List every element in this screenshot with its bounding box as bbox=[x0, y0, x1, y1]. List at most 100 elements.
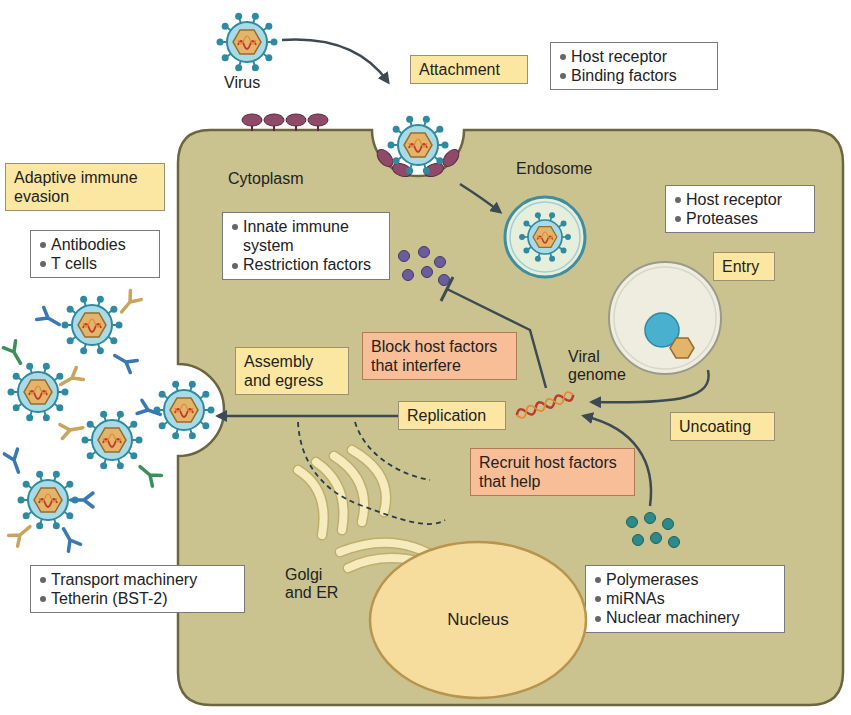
viruses bbox=[8, 13, 449, 529]
receptors bbox=[242, 114, 462, 179]
bullet-text: Host receptor bbox=[686, 191, 782, 208]
viral-genome bbox=[515, 391, 574, 420]
factor-box: Host receptorBinding factors bbox=[550, 42, 718, 90]
stage-box: Replication bbox=[398, 401, 506, 430]
box-text: Block host factors that interfere bbox=[371, 337, 508, 375]
factor-box: Innate immune systemRestriction factors bbox=[222, 212, 390, 280]
bullet-dot bbox=[232, 224, 238, 230]
bullet-item: Antibodies bbox=[39, 235, 151, 254]
illustration-part bbox=[614, 267, 716, 369]
illustration-part bbox=[57, 367, 83, 390]
illustration-part bbox=[670, 338, 694, 358]
endosome bbox=[505, 197, 585, 277]
bullet-item: Binding factors bbox=[559, 66, 709, 85]
illustration-part bbox=[308, 114, 328, 126]
illustration-part bbox=[286, 114, 306, 126]
factor-box: Transport machineryTetherin (BST-2) bbox=[30, 565, 245, 613]
stage-box: Attachment bbox=[410, 55, 528, 84]
process-arrows bbox=[218, 40, 709, 506]
bullet-text: Antibodies bbox=[51, 236, 126, 253]
bullet-text: Proteases bbox=[686, 210, 758, 227]
box-text: Uncoating bbox=[679, 417, 766, 436]
bullet-item: Transport machinery bbox=[39, 570, 236, 589]
illustration-part bbox=[403, 270, 414, 281]
cell-body bbox=[178, 130, 843, 705]
bullet-text: Restriction factors bbox=[243, 256, 371, 273]
box-text: Entry bbox=[722, 257, 766, 276]
bullet-dot bbox=[675, 197, 681, 203]
illustration-part bbox=[8, 363, 69, 421]
stage-box: Adaptive immune evasion bbox=[5, 163, 165, 211]
illustration-part bbox=[82, 411, 143, 469]
antibodies bbox=[3, 291, 162, 552]
illustration-part bbox=[519, 212, 571, 262]
bullet-text: Innate immune system bbox=[243, 218, 349, 254]
illustration-part bbox=[460, 184, 500, 212]
illustration-part bbox=[9, 521, 35, 546]
bullet-item: Host receptor bbox=[674, 190, 806, 209]
illustration-part bbox=[4, 449, 25, 474]
illustration-part bbox=[334, 456, 364, 522]
nucleus-shape: Nucleus bbox=[368, 540, 588, 700]
bullet-dot bbox=[40, 596, 46, 602]
bullet-text: Binding factors bbox=[571, 67, 677, 84]
stage-box: Assembly and egress bbox=[235, 347, 349, 395]
bullet-text: Polymerases bbox=[606, 571, 698, 588]
organelle-label: Golgi and ER bbox=[285, 566, 343, 603]
bullet-item: Host receptor bbox=[559, 47, 709, 66]
illustration-part bbox=[316, 462, 344, 530]
bullet-item: Polymerases bbox=[594, 570, 776, 589]
bullet-item: Nuclear machinery bbox=[594, 608, 776, 627]
illustration-part bbox=[515, 391, 574, 420]
bullet-dot bbox=[560, 73, 566, 79]
factor-box: AntibodiesT cells bbox=[30, 230, 160, 278]
illustration-part bbox=[399, 251, 410, 262]
illustration-part bbox=[60, 421, 84, 439]
box-text: Adaptive immune evasion bbox=[14, 168, 156, 206]
illustration-part bbox=[419, 247, 430, 258]
illustration-part bbox=[295, 126, 297, 131]
bullet-item: Tetherin (BST-2) bbox=[39, 589, 236, 608]
bullet-item: Innate immune system bbox=[231, 217, 381, 255]
bullet-dot bbox=[595, 616, 601, 622]
illustration-part bbox=[264, 114, 284, 126]
bullet-item: miRNAs bbox=[594, 589, 776, 608]
illustration-part bbox=[505, 197, 585, 277]
illustration-part bbox=[317, 126, 319, 131]
stage-box: Entry bbox=[713, 252, 775, 281]
illustration-part bbox=[3, 341, 26, 367]
factor-box: Host receptorProteases bbox=[665, 185, 815, 233]
illustration-part bbox=[251, 126, 253, 131]
illustration-part bbox=[298, 470, 324, 535]
illustration-part bbox=[217, 13, 278, 71]
illustration-part bbox=[510, 202, 580, 272]
bullet-dot bbox=[675, 216, 681, 222]
transport-path bbox=[298, 422, 445, 524]
illustration-part bbox=[136, 461, 162, 486]
illustration-part bbox=[273, 126, 275, 131]
box-text: Attachment bbox=[419, 60, 519, 79]
nucleus-ellipse bbox=[370, 542, 586, 698]
bullet-text: miRNAs bbox=[606, 590, 665, 607]
factor-box: Polymerases miRNAsNuclear machinery bbox=[585, 565, 785, 633]
box-text: Recruit host factors that help bbox=[479, 453, 626, 491]
bullet-text: Nuclear machinery bbox=[606, 609, 739, 626]
illustration-part bbox=[116, 291, 141, 317]
illustration-part bbox=[435, 257, 446, 268]
illustration-part bbox=[669, 537, 680, 548]
illustration-part bbox=[37, 307, 63, 330]
illustration-part bbox=[633, 535, 644, 546]
illustration-part bbox=[71, 493, 93, 507]
genome-label: Viral genome bbox=[568, 348, 632, 385]
bullet-text: Transport machinery bbox=[51, 571, 197, 588]
illustration-part bbox=[609, 262, 721, 374]
illustration-part bbox=[439, 275, 450, 286]
illustration-part bbox=[627, 517, 638, 528]
illustration-part bbox=[388, 116, 449, 174]
illustration-part bbox=[242, 114, 262, 126]
illustration-part bbox=[154, 381, 215, 439]
bullet-text: Host receptor bbox=[571, 48, 667, 65]
bullet-dot bbox=[40, 261, 46, 267]
bullet-dot bbox=[595, 577, 601, 583]
